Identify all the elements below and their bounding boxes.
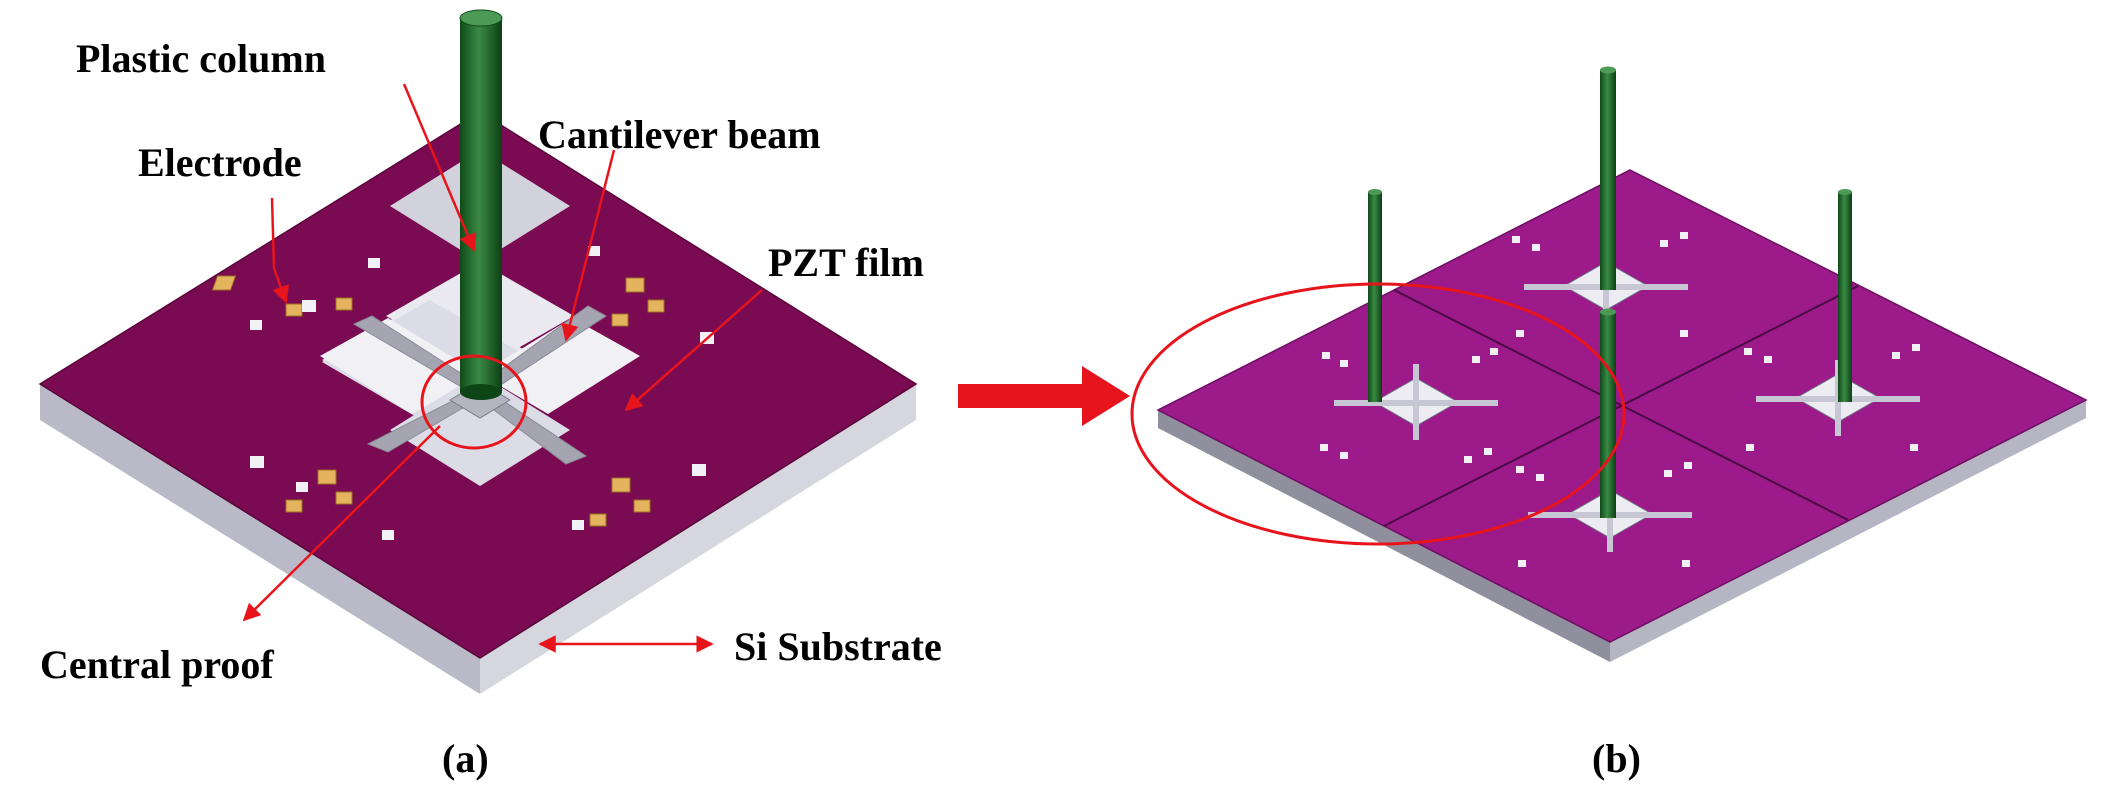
plastic-column — [459, 9, 503, 400]
array-columns — [1368, 66, 1852, 518]
contact-pads — [250, 246, 714, 540]
label-central-proof: Central proof — [40, 642, 274, 687]
leader-lines — [242, 83, 763, 653]
si-substrate-left-face — [40, 384, 480, 694]
panel-b: (b) — [1130, 66, 2088, 781]
label-cantilever-beam: Cantilever beam — [538, 112, 821, 157]
highlight-circle-a — [420, 354, 528, 450]
label-si-substrate: Si Substrate — [734, 624, 942, 669]
panel-a: Plastic column Cantilever beam Electrode… — [38, 9, 942, 781]
si-substrate-right-face — [480, 384, 916, 694]
caption-b: (b) — [1592, 736, 1641, 781]
caption-a: (a) — [442, 736, 489, 781]
electrodes — [211, 275, 665, 527]
array-division-lines — [1383, 285, 1859, 527]
array-substrate-left-face — [1158, 410, 1610, 662]
label-electrode: Electrode — [138, 140, 302, 185]
array-contact-pads — [1320, 232, 1920, 567]
array-substrate-right-face — [1610, 400, 2086, 662]
column-top — [1600, 66, 1616, 290]
column-right — [1838, 189, 1852, 402]
label-pzt-film: PZT film — [768, 240, 924, 285]
column-bottom — [1600, 308, 1616, 518]
column-left — [1368, 189, 1382, 402]
label-plastic-column: Plastic column — [76, 36, 326, 81]
highlight-circle-b — [1130, 282, 1626, 546]
transition-arrow — [958, 366, 1130, 426]
